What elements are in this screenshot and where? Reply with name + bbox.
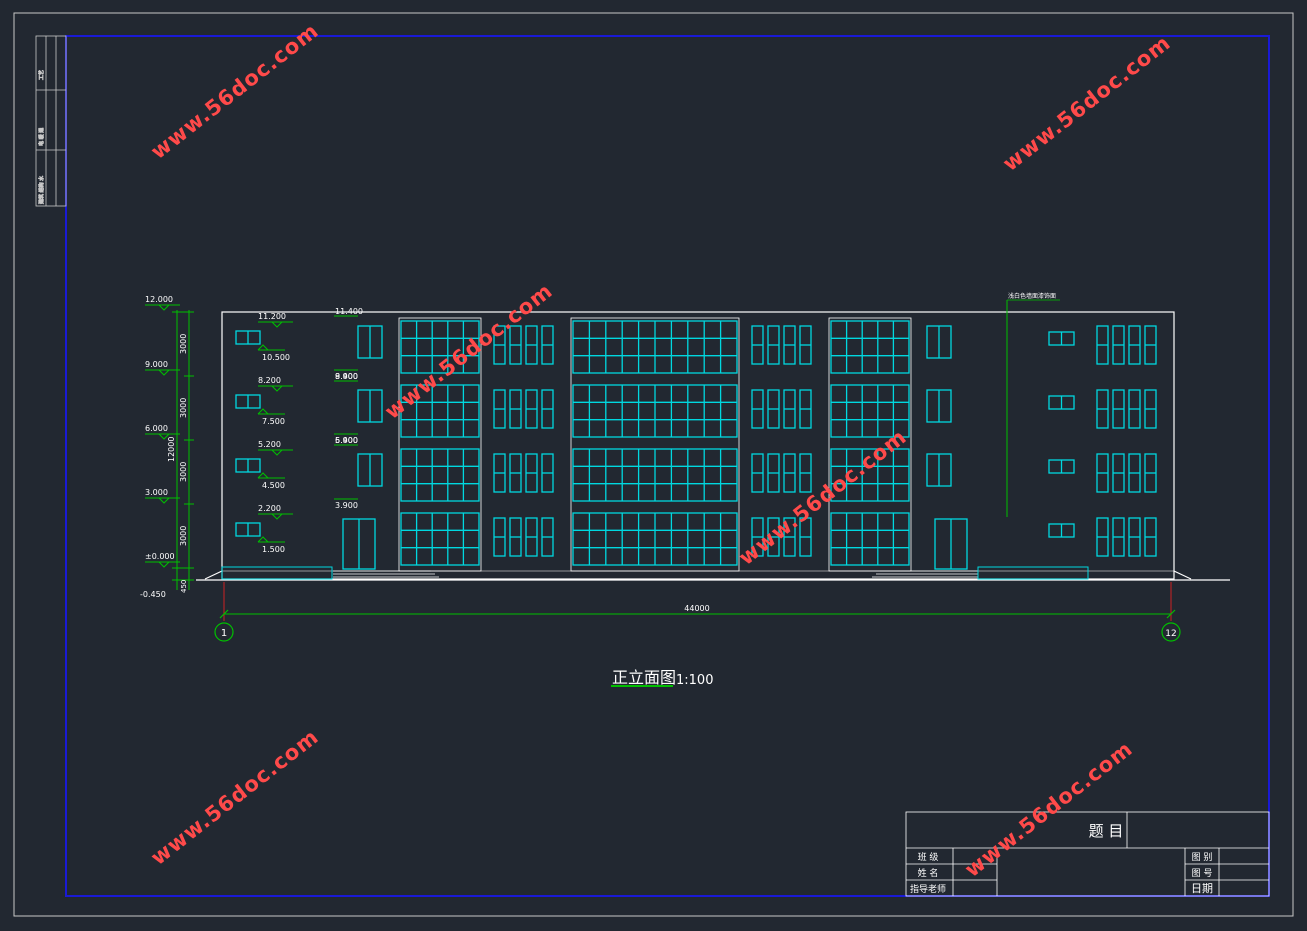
- sheet-frame: [13, 12, 1294, 917]
- curtain-wall-right: [830, 448, 910, 502]
- drawing-scale: 1:100: [676, 673, 713, 688]
- watermarks: www.56doc.com www.56doc.com www.56doc.co…: [146, 18, 1175, 882]
- curtain-wall-left: [400, 384, 480, 438]
- facade-windows: [235, 320, 1157, 570]
- window-bottom-level-triangle: [257, 472, 269, 479]
- storey-dim-2: 3000: [179, 462, 188, 482]
- subject-label: 题 目: [1089, 822, 1124, 840]
- vertical-dimensions: [172, 310, 194, 590]
- vertical-dimension-text: 3000 3000 3000 3000 12000 450: [167, 334, 188, 593]
- level-text: -0.450: [140, 590, 166, 599]
- title-block-text: 题 目 班 级 姓 名 指导老师 图 别 图 号 日期: [910, 822, 1213, 895]
- storey-dim-4: 3000: [179, 334, 188, 354]
- plinth-blocks: [221, 566, 1089, 580]
- material-note: 浅白色墙面漆饰面: [1006, 292, 1060, 517]
- watermark: www.56doc.com: [146, 724, 323, 870]
- watermark: www.56doc.com: [146, 18, 323, 164]
- curtain-wall-right: [830, 384, 910, 438]
- level-mark-triangle: [158, 304, 170, 311]
- building-outline: [196, 311, 1230, 581]
- window-top-level-text: 2.200: [258, 504, 281, 513]
- title-block: [905, 811, 1270, 897]
- window-top-level-triangle: [271, 385, 283, 392]
- window-top-level-text: 5.200: [258, 440, 281, 449]
- curtain-wall-right: [830, 512, 910, 566]
- total-height-dim: 12000: [167, 437, 176, 462]
- storey-dim-1: 3000: [179, 526, 188, 546]
- class-label: 班 级: [918, 851, 939, 863]
- window-bottom-level-text: 7.500: [262, 417, 285, 426]
- stair-level-text: 6.900: [335, 436, 358, 445]
- window-top-level-text: 8.200: [258, 376, 281, 385]
- level-mark-triangle: [158, 369, 170, 376]
- stair-level-text: 3.900: [335, 501, 358, 510]
- window-bottom-level-text: 10.500: [262, 353, 290, 362]
- plinth-dim: 450: [180, 580, 188, 593]
- stair-level-text: 8.400: [335, 372, 358, 381]
- window-top-level-triangle: [271, 321, 283, 328]
- curtain-wall-left: [400, 448, 480, 502]
- drawing-title: 正立面图 1:100: [611, 668, 713, 688]
- curtain-wall-left: [400, 512, 480, 566]
- window-bottom-level-text: 4.500: [262, 481, 285, 490]
- stair-level-text: 11.400: [335, 307, 363, 316]
- level-mark-text: 3.000: [145, 488, 168, 497]
- stair-level-text: 9.900: [335, 372, 358, 381]
- level-mark-text: 9.000: [145, 360, 168, 369]
- strip-label-2: 电 暖 通: [38, 128, 45, 146]
- level-markers: 12.000 9.000 6.000 3.000 ±0.000 -0.450 11.200 1…: [140, 295, 363, 599]
- level-mark-triangle: [158, 561, 170, 568]
- material-note-text: 浅白色墙面漆饰面: [1008, 292, 1056, 300]
- level-mark-triangle: [158, 497, 170, 504]
- window-bottom-level-triangle: [257, 344, 269, 351]
- overall-dimension: 44000: [684, 604, 709, 613]
- axis-bubble-end: [1161, 622, 1181, 642]
- watermark: www.56doc.com: [998, 30, 1175, 176]
- storey-dim-3: 3000: [179, 398, 188, 418]
- axis-label-start: 1: [221, 628, 227, 639]
- level-mark-text: 6.000: [145, 424, 168, 433]
- drawing-name-label: 图 别: [1192, 852, 1213, 863]
- stair-level-text: 5.400: [335, 436, 358, 445]
- binding-strip: 工艺 电 暖 通 建筑 结构 水: [35, 35, 67, 207]
- level-mark-text: ±0.000: [145, 552, 175, 561]
- window-top-level-triangle: [271, 513, 283, 520]
- window-top-level-triangle: [271, 449, 283, 456]
- strip-label-1: 工艺: [39, 70, 45, 80]
- window-bottom-level-triangle: [257, 536, 269, 543]
- window-bottom-level-triangle: [257, 408, 269, 415]
- level-mark-triangle: [158, 433, 170, 440]
- axis-label-end: 12: [1165, 629, 1176, 639]
- name-label: 姓 名: [918, 867, 939, 879]
- axis-bubble-start: [214, 622, 234, 642]
- date-label: 日期: [1191, 882, 1213, 895]
- drawing-title-text: 正立面图: [612, 668, 676, 687]
- drawing-no-label: 图 号: [1192, 868, 1213, 879]
- entrance-steps: [333, 570, 978, 578]
- curtain-wall-left: [400, 320, 480, 374]
- watermark: www.56doc.com: [960, 736, 1137, 882]
- level-mark-text: 12.000: [145, 295, 173, 304]
- curtain-wall-right: [830, 320, 910, 374]
- window-top-level-text: 11.200: [258, 312, 286, 321]
- strip-label-3: 建筑 结构 水: [38, 176, 45, 204]
- advisor-label: 指导老师: [910, 883, 946, 895]
- window-bottom-level-text: 1.500: [262, 545, 285, 554]
- horizontal-dimension: 44000 1 12: [214, 582, 1181, 642]
